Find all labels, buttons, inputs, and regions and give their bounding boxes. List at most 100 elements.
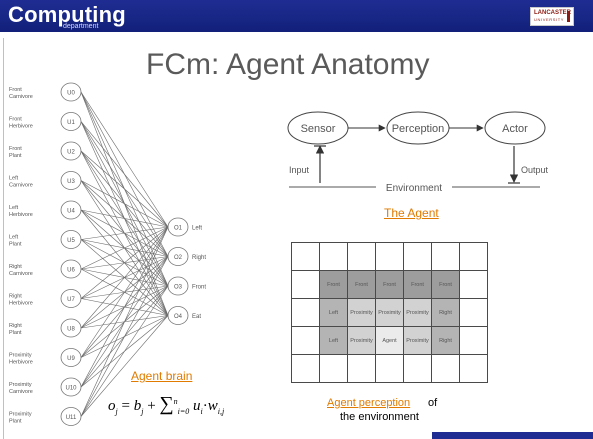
formula-ui: i — [200, 407, 203, 416]
input-label-line2: Carnivore — [9, 389, 33, 395]
perception-label: Perception — [392, 123, 445, 135]
input-node-id: U4 — [67, 209, 75, 215]
input-label-line2: Plant — [9, 330, 22, 336]
input-node — [60, 377, 82, 397]
logo-bottom-text: UNIVERSITY — [534, 17, 565, 22]
output-node-id: O3 — [174, 285, 183, 291]
university-logo: LANCASTER UNIVERSITY — [530, 7, 574, 26]
formula-j: j — [115, 407, 118, 416]
grid-cell-empty — [347, 354, 376, 383]
input-label-line1: Left — [9, 205, 19, 211]
input-node — [60, 82, 82, 102]
logo-mark — [567, 11, 570, 22]
input-label-line2: Plant — [9, 419, 22, 425]
grid-cell-right: Right — [431, 326, 460, 355]
input-node-id: U5 — [67, 238, 75, 244]
input-label-line2: Carnivore — [9, 183, 33, 189]
grid-cell-left: Left — [319, 298, 348, 327]
output-node-label: Left — [192, 226, 202, 232]
input-node — [60, 141, 82, 161]
connection-line — [80, 226, 169, 329]
output-node-label: Right — [192, 255, 206, 261]
connection-line — [80, 226, 169, 417]
input-node — [60, 259, 82, 279]
footer-bar — [432, 432, 593, 439]
input-label-line1: Left — [9, 176, 19, 182]
grid-cell-proximity: Proximity — [403, 326, 432, 355]
output-node-id: O4 — [174, 314, 183, 320]
input-label: Input — [289, 165, 310, 175]
input-node-id: U7 — [67, 297, 75, 303]
input-node-id: U3 — [67, 179, 75, 185]
the-agent-link[interactable]: The Agent — [384, 206, 439, 220]
formula-equals: = — [121, 398, 130, 414]
actor-node — [484, 111, 546, 145]
connection-line — [80, 315, 169, 417]
input-node — [60, 407, 82, 426]
input-label-line1: Front — [9, 117, 22, 123]
input-label-line1: Proximity — [9, 382, 32, 388]
perception-caption-of: of — [428, 397, 438, 409]
output-label: Output — [521, 165, 549, 175]
grid-cell-empty — [459, 270, 488, 299]
connection-line — [80, 285, 169, 417]
input-label-line1: Right — [9, 323, 22, 329]
agent-perception-link[interactable]: Agent perception — [327, 397, 411, 409]
environment-label: Environment — [386, 183, 442, 194]
grid-cell-empty — [291, 298, 320, 327]
connection-line — [80, 150, 169, 228]
formula-w: w — [207, 398, 218, 414]
grid-cell-empty — [319, 354, 348, 383]
formula-wij: i,j — [217, 407, 225, 416]
grid-cell-empty — [291, 242, 320, 271]
input-label-line1: Proximity — [9, 353, 32, 359]
input-node — [60, 318, 82, 338]
grid-cell-front: Front — [347, 270, 376, 299]
connection-line — [80, 226, 169, 240]
grid-row — [291, 354, 488, 383]
grid-cell-empty — [375, 242, 404, 271]
connection-line — [80, 256, 169, 417]
header-bar: Computing department LANCASTER UNIVERSIT… — [0, 0, 593, 32]
grid-cell-front: Front — [375, 270, 404, 299]
output-node-id: O2 — [174, 255, 183, 261]
grid-cell-empty — [375, 354, 404, 383]
grid-cell-empty — [403, 242, 432, 271]
input-node — [60, 348, 82, 367]
input-label-line1: Left — [9, 235, 19, 241]
input-node-id: U1 — [67, 120, 75, 126]
input-node-id: U0 — [67, 91, 75, 97]
input-label-line2: Herbivore — [9, 212, 33, 218]
grid-cell-empty — [459, 326, 488, 355]
header-title: Computing — [8, 2, 126, 27]
grid-cell-left: Left — [319, 326, 348, 355]
logo-top-text: LANCASTER — [534, 10, 571, 16]
agent-brain-link[interactable]: Agent brain — [131, 369, 193, 383]
grid-cell-empty — [291, 326, 320, 355]
output-formula: oj = bj + ∑ni=0 ui·wi,j — [108, 393, 224, 416]
input-node-id: U8 — [67, 327, 75, 333]
grid-cell-empty — [319, 242, 348, 271]
input-label-line2: Carnivore — [9, 94, 33, 100]
input-node — [60, 289, 82, 308]
output-node-label: Front — [192, 285, 206, 291]
output-node — [167, 247, 189, 266]
grid-cell-empty — [431, 242, 460, 271]
connection-line — [80, 226, 169, 299]
grid-cell-empty — [347, 242, 376, 271]
input-label-line2: Herbivore — [9, 360, 33, 366]
grid-cell-empty — [459, 242, 488, 271]
sensor-label: Sensor — [301, 123, 336, 135]
input-label-line2: Plant — [9, 153, 22, 159]
connection-line — [80, 121, 169, 228]
input-node-id: U11 — [66, 415, 77, 421]
connection-line — [80, 226, 169, 270]
input-label-line2: Herbivore — [9, 301, 33, 307]
grid-cell-agent: Agent — [375, 326, 404, 355]
perception-caption-line2: the environment — [340, 411, 419, 423]
agent-diagram: Sensor Perception Actor Input Output Env… — [287, 111, 549, 194]
formula-sigma: ∑ — [159, 393, 174, 415]
